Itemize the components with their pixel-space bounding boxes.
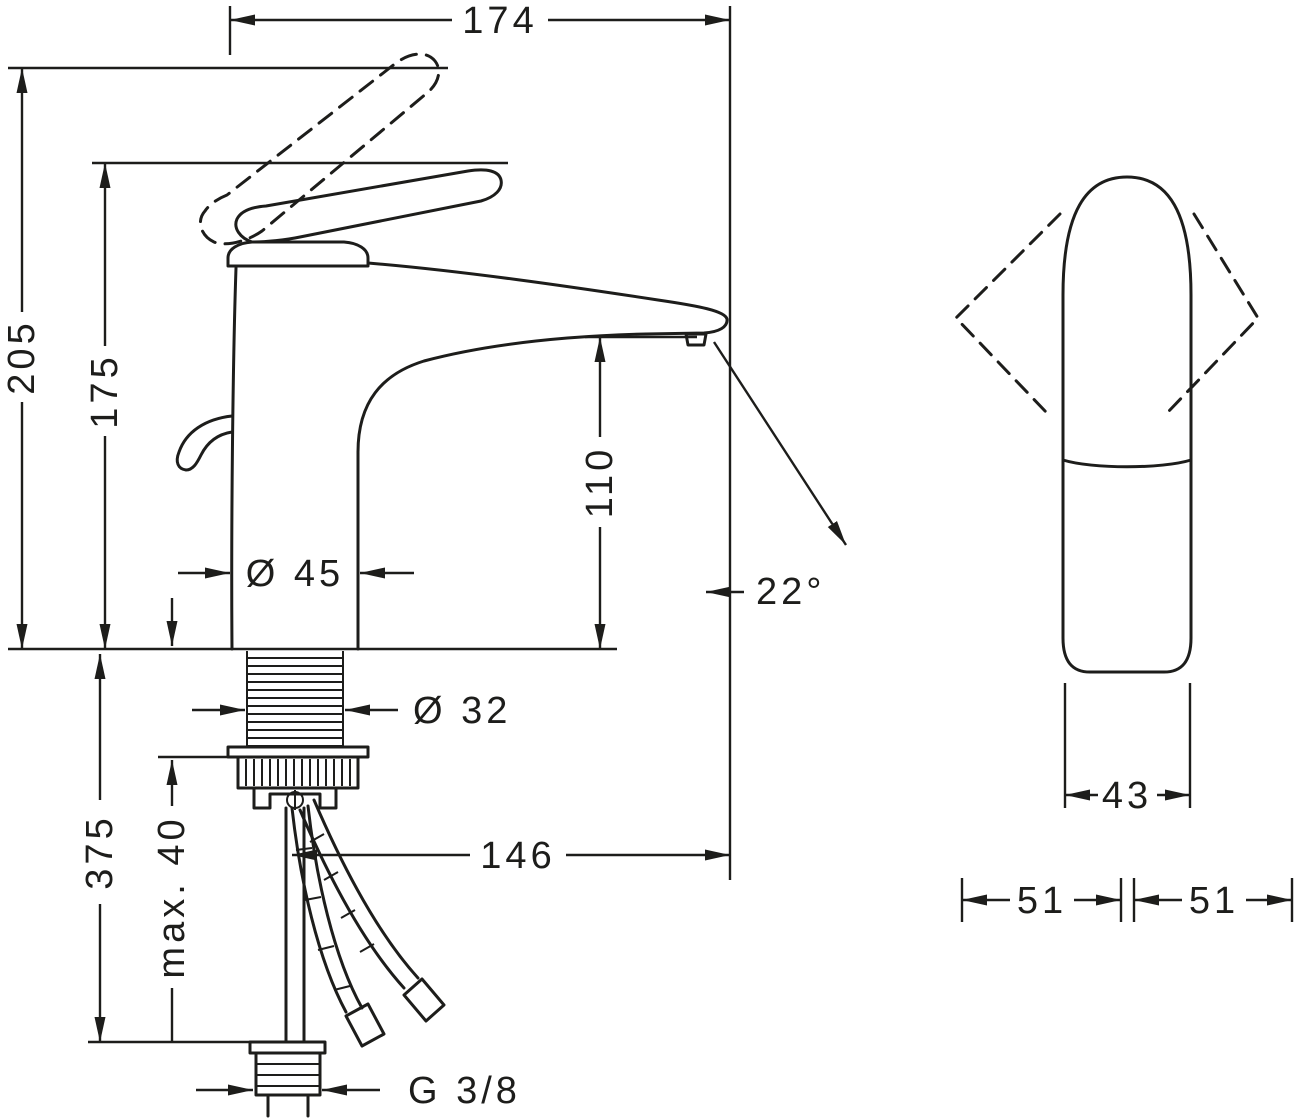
dim-label-body-width: 43 [1102,775,1152,817]
handle-swing-left-dashed [954,212,1062,414]
side-view-dimensions: 43 51 51 [960,683,1294,922]
handle-lever-closed [234,168,503,244]
dim-label-spout-outlet-height: 110 [579,446,621,519]
dim-label-shank-diameter: Ø 32 [413,690,511,732]
body-left-edge [230,266,238,651]
aerator-outlet [684,332,708,347]
side-lever-hook [175,414,234,472]
dim-label-width-overall: 174 [462,0,537,42]
dim-label-connection-thread: G 3/8 [408,1070,521,1112]
dim-label-depth-front: 51 [1017,880,1067,922]
handle-lever-raised-dashed [198,52,441,246]
hose-right [298,798,420,990]
threaded-shank [246,651,344,747]
hose-braiding [295,833,375,991]
handle-escutcheon [226,240,370,268]
supply-pipe [248,806,327,1118]
dim-label-depth-back: 51 [1189,880,1239,922]
dim-label-hose-clearance: 375 [79,814,121,889]
mounting-hardware [226,745,370,810]
front-view-faucet [8,52,729,1118]
front-view-dimensions: 174 205 175 110 Ø 45 Ø 32 22° 375 [1,0,848,1112]
dim-label-spout-reach: 146 [480,835,555,877]
dim-label-height-body: 175 [84,353,126,428]
dim-label-stream-angle: 22° [756,571,825,613]
connection-nut [254,1051,322,1097]
mounting-nut [236,755,360,790]
side-handle-split-line [1061,458,1193,469]
dim-label-max-deck-thickness: max. 40 [151,815,193,978]
dim-label-height-total: 205 [1,319,43,394]
handle-swing-right-dashed [1166,212,1260,414]
bottom-flange [248,1040,327,1055]
nut-knurling [245,759,351,786]
thread-hatching [247,657,343,747]
washer [226,745,370,759]
side-view-faucet [954,175,1260,674]
side-body-outline [1061,175,1193,674]
hose-left-nut [344,1002,386,1048]
flexible-hoses [290,798,446,1048]
hose-right-nut [402,977,446,1023]
dim-label-body-diameter: Ø 45 [246,553,344,595]
spout-outline [356,261,729,454]
